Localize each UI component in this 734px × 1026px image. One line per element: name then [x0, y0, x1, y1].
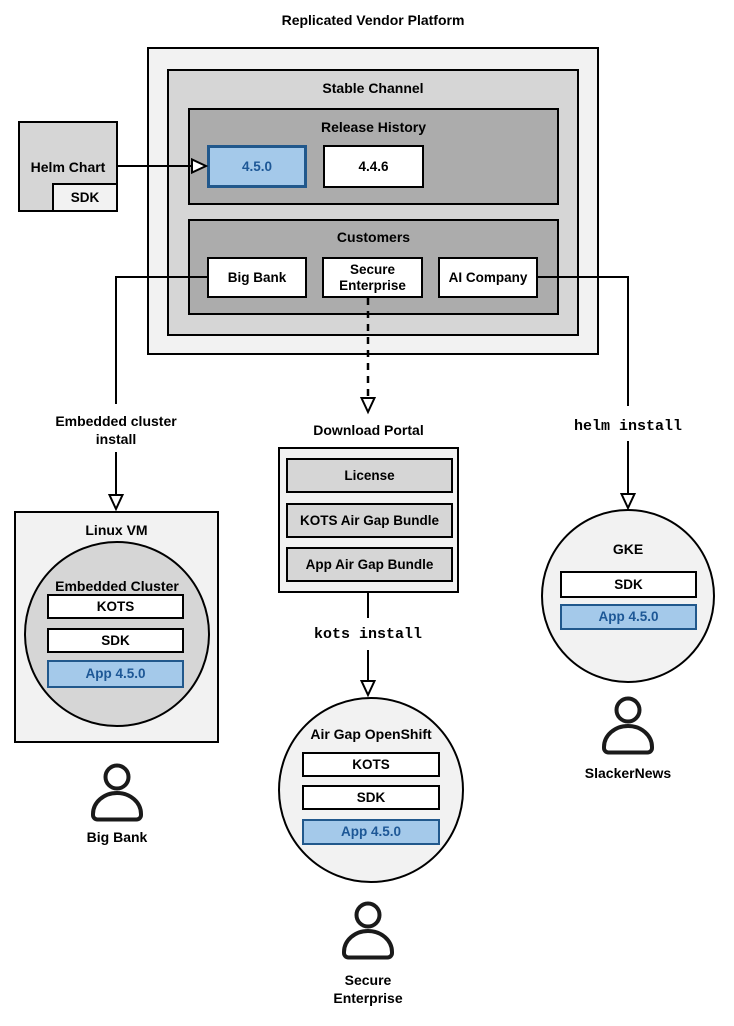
embedded-cluster-install-label: Embedded cluster install	[55, 413, 177, 447]
openshift-kots-box: KOTS	[302, 752, 440, 777]
gke-sdk-box: SDK	[560, 571, 697, 598]
linux-vm-sdk-box: SDK	[47, 628, 184, 653]
kots-air-gap-bundle-box: KOTS Air Gap Bundle	[286, 503, 453, 538]
user-icon	[91, 763, 143, 822]
linux-vm-app-box: App 4.5.0	[47, 660, 184, 688]
stable-channel-label: Stable Channel	[322, 80, 424, 96]
release-4-5-0: 4.5.0	[207, 145, 307, 188]
slackernews-user-label: SlackerNews	[584, 765, 672, 781]
customer-big-bank: Big Bank	[207, 257, 307, 298]
openshift-app-box: App 4.5.0	[302, 819, 440, 845]
kots-install-label: kots install	[313, 626, 423, 643]
linux-vm-kots-box: KOTS	[47, 594, 184, 619]
big-bank-user-label: Big Bank	[86, 829, 148, 845]
customer-ai-company: AI Company	[438, 257, 538, 298]
secure-enterprise-user-label: Secure Enterprise	[333, 972, 403, 1006]
customers-label: Customers	[336, 229, 411, 245]
user-icon	[602, 696, 654, 755]
gke-app-box: App 4.5.0	[560, 604, 697, 630]
helm-chart-sdk-box: SDK	[52, 183, 118, 212]
license-box: License	[286, 458, 453, 493]
diagram-title: Replicated Vendor Platform	[281, 12, 465, 28]
embedded-cluster-label: Embedded Cluster	[55, 578, 179, 594]
gke-label: GKE	[612, 541, 644, 557]
linux-vm-label: Linux VM	[85, 522, 148, 538]
app-air-gap-bundle-box: App Air Gap Bundle	[286, 547, 453, 582]
helm-install-label: helm install	[573, 418, 683, 435]
helm-chart-label: Helm Chart	[30, 159, 106, 175]
release-4-4-6: 4.4.6	[323, 145, 424, 188]
arrow-portal-to-openshift	[359, 593, 377, 698]
release-history-label: Release History	[320, 119, 427, 135]
download-portal-label: Download Portal	[313, 422, 424, 438]
customer-secure-enterprise: Secure Enterprise	[322, 257, 423, 298]
openshift-sdk-box: SDK	[302, 785, 440, 810]
user-icon	[342, 901, 394, 960]
air-gap-openshift-label: Air Gap OpenShift	[310, 726, 432, 742]
